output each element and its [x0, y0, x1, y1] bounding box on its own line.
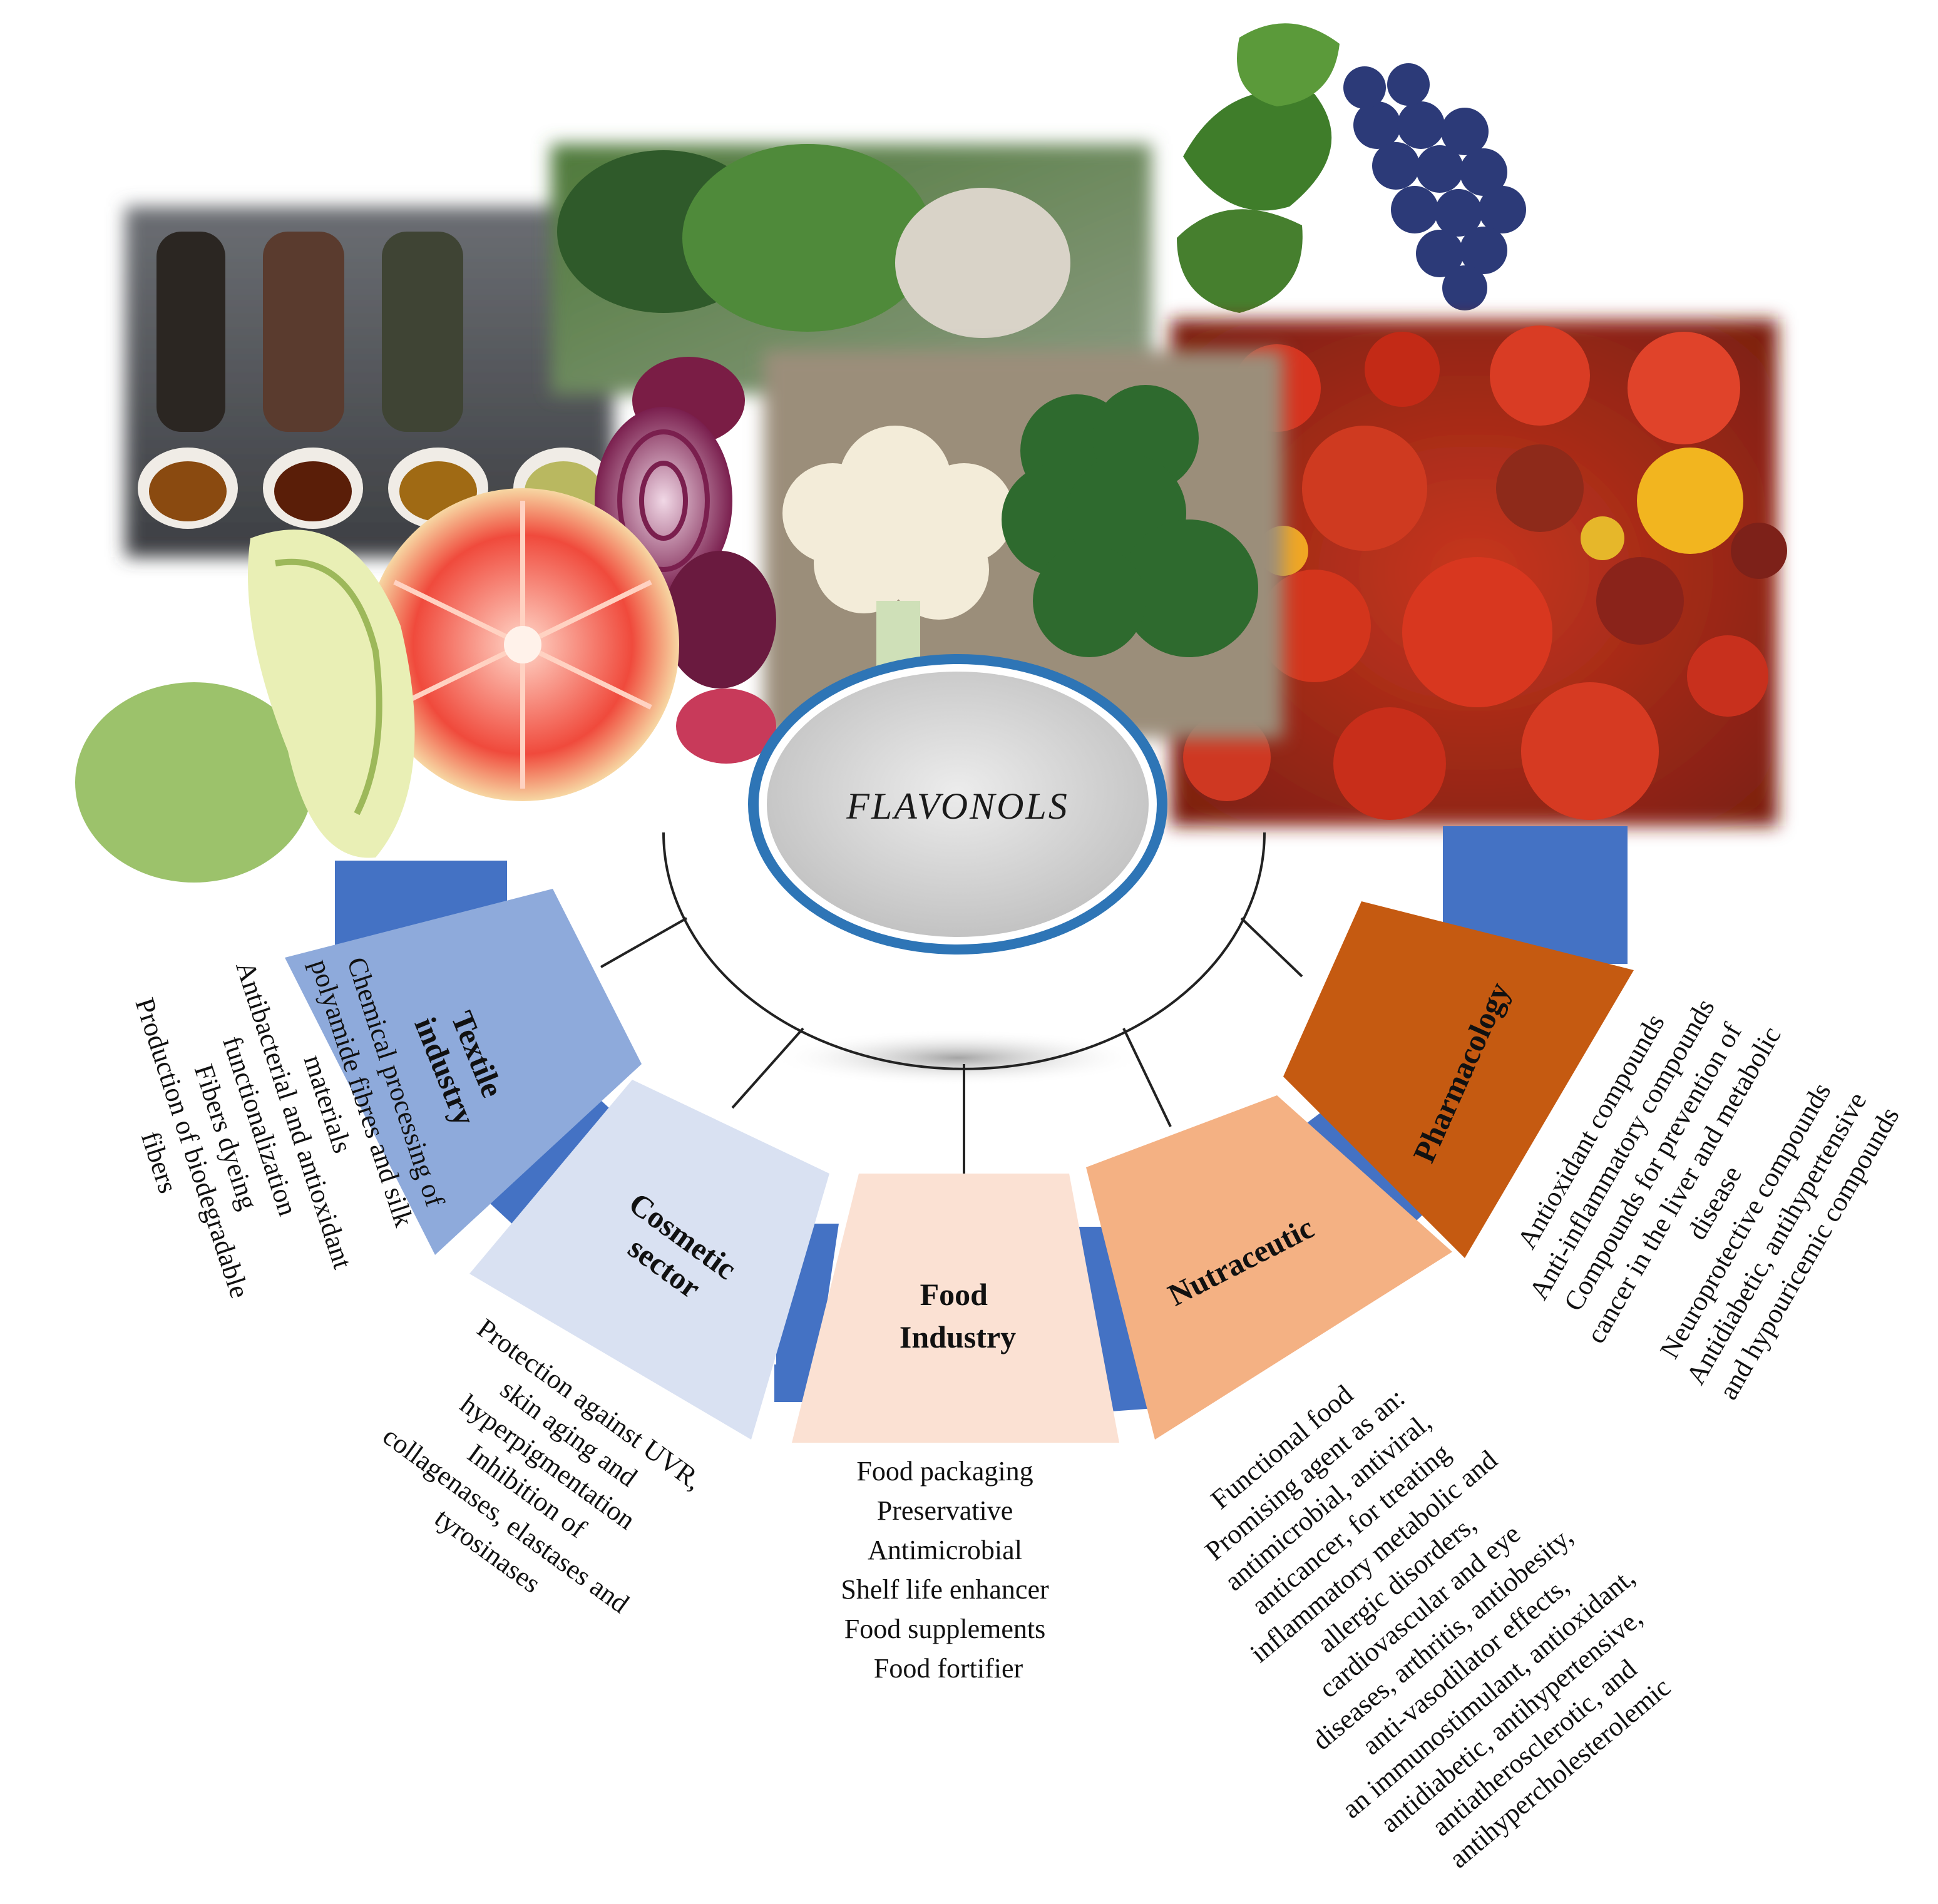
food-applications: Food packaging Preservative Antimicrobia… — [841, 1456, 1055, 1684]
food-app-4: Shelf life enhancer — [841, 1574, 1049, 1605]
textile-panel — [285, 889, 642, 1255]
svg-text:Food packaging Preservat: Food packaging Preservative Antimicrobia… — [841, 1456, 1055, 1684]
food-app-1: Food packaging — [856, 1456, 1033, 1487]
food-label-line-1: Food — [920, 1277, 988, 1312]
food-app-6: Food fortifier — [874, 1653, 1023, 1684]
food-app-5: Food supplements — [844, 1614, 1045, 1644]
nutraceutic-applications: Functional food Promising agent as an: a… — [1130, 1311, 1715, 1904]
kale-leaves-icon — [557, 144, 1070, 338]
tomato-cluster-icon — [1183, 325, 1787, 820]
food-app-3: Antimicrobial — [868, 1535, 1022, 1565]
cosmetic-panel — [469, 1080, 829, 1440]
svg-text:Food Industry: Food Industry — [900, 1277, 1016, 1354]
photo-collage — [75, 23, 1787, 883]
tea-samples-icon — [138, 232, 613, 529]
grapefruit-photo — [366, 488, 679, 801]
food-app-2: Preservative — [877, 1495, 1013, 1526]
hub-shadow — [770, 1030, 1146, 1086]
grapes-photo — [1177, 23, 1526, 313]
nutraceutic-panel — [1086, 1095, 1452, 1440]
svg-text:Functional food Promisin: Functional food Promising agent as an: a… — [1130, 1311, 1715, 1904]
food-panel — [792, 1174, 1119, 1443]
food-label: Food Industry — [900, 1277, 1016, 1354]
pharmacology-panel — [1283, 901, 1634, 1258]
hub-spokes — [600, 917, 1303, 1177]
hub: FLAVONOLS — [748, 654, 1167, 955]
hub-title: FLAVONOLS — [846, 786, 1069, 827]
food-label-line-2: Industry — [900, 1319, 1016, 1354]
cabbage-photo — [75, 530, 415, 883]
